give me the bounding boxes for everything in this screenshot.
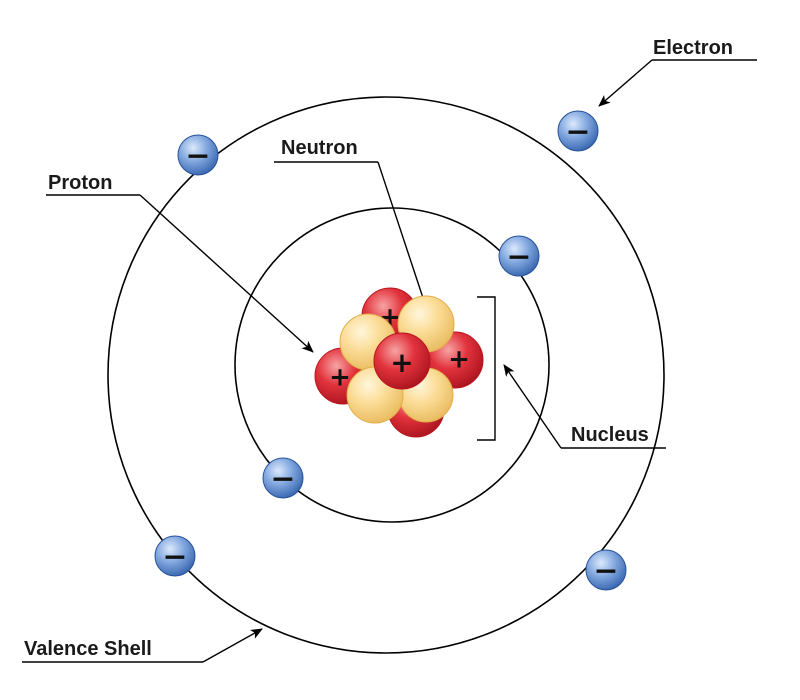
electron: − bbox=[177, 134, 219, 176]
proton-leader bbox=[46, 194, 314, 353]
nucleus: + + + + + bbox=[314, 287, 484, 438]
electron: − bbox=[585, 549, 627, 591]
valence-shell-label: Valence Shell bbox=[24, 638, 152, 660]
electron: − bbox=[154, 535, 196, 577]
proton-plus-sign: + bbox=[390, 346, 413, 379]
proton-label: Proton bbox=[48, 172, 112, 194]
nucleus-leader bbox=[503, 364, 666, 449]
inner-shell-orbit bbox=[234, 207, 550, 523]
electron-label: Electron bbox=[653, 37, 733, 59]
nucleus-label: Nucleus bbox=[571, 424, 649, 446]
electron: − bbox=[557, 110, 599, 152]
valence-shell-orbit bbox=[107, 96, 665, 654]
proton: + bbox=[373, 332, 431, 390]
electron: − bbox=[262, 457, 304, 499]
proton-plus-sign: + bbox=[329, 363, 351, 393]
electron: − bbox=[498, 235, 540, 277]
electron-leader bbox=[598, 59, 757, 107]
electron-minus-sign: − bbox=[593, 554, 618, 589]
electron-minus-sign: − bbox=[185, 139, 210, 174]
neutron-label: Neutron bbox=[281, 137, 358, 159]
electron-minus-sign: − bbox=[270, 462, 295, 497]
proton-plus-sign: + bbox=[448, 345, 470, 375]
neutron-leader bbox=[274, 161, 430, 314]
electron-minus-sign: − bbox=[565, 115, 590, 150]
nucleus-bracket bbox=[477, 296, 496, 441]
valence-shell-leader bbox=[22, 628, 263, 663]
electron-minus-sign: − bbox=[162, 540, 187, 575]
electron-minus-sign: − bbox=[506, 240, 531, 275]
